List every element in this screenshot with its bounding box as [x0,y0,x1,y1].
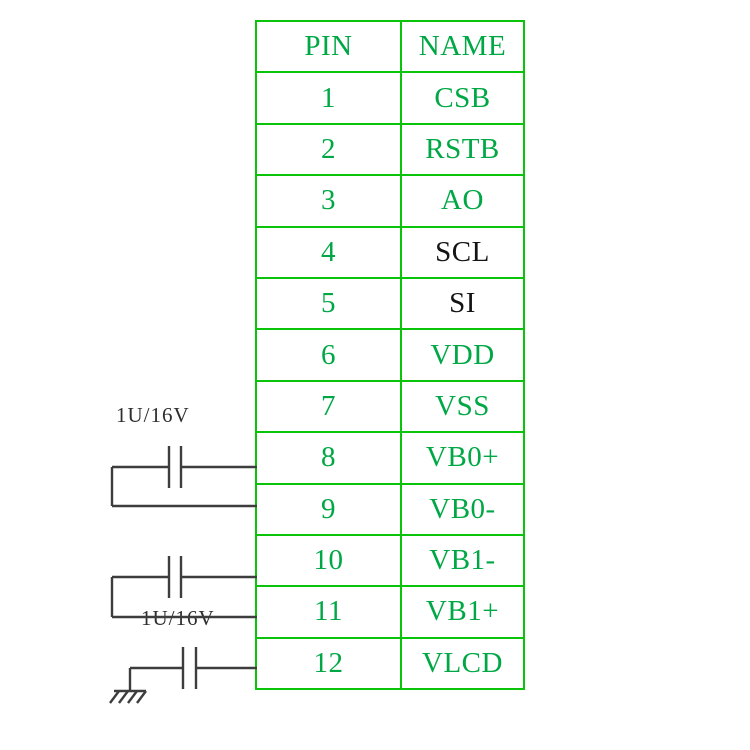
pin-number: 10 [257,535,402,586]
pin-name: VLCD [422,646,503,679]
pin-number: 11 [257,587,402,637]
pin-number: 6 [257,330,402,380]
table-row: 4 SCL [257,225,523,277]
table-row: 8 VB0+ [257,431,523,483]
table-row: 9 VB0- [257,482,523,534]
pin-name: VSS [435,389,490,422]
table-row: 1 CSB [257,71,523,123]
capacitor1-value-label: 1U/16V [116,403,190,427]
table-row: 6 VDD [257,328,523,380]
pin-name: VDD [430,338,495,371]
pin-name: VB1- [429,544,496,577]
pin-number: 7 [257,381,402,432]
table-header-row: PIN NAME [257,22,523,72]
table-row: 11 VB1+ [257,585,523,637]
table-row: 10 VB1- [257,533,523,586]
pin-name: VB0- [429,492,496,525]
pin-name: AO [441,184,484,217]
pin-number: 8 [257,433,402,483]
table-row: 3 AO [257,174,523,226]
table-row: 12 VLCD [257,636,523,689]
capacitor2-value-label: 1U/16V [141,606,215,630]
capacitor3 [130,647,257,689]
pin-number: 4 [257,227,402,277]
pin-column-header: PIN [257,22,402,72]
pin-name: SCL [435,235,490,268]
pin-name: RSTB [425,132,500,165]
table-row: 5 SI [257,276,523,329]
pin-number: 1 [257,73,402,123]
pin-name: VB1+ [425,595,500,628]
table-row: 7 VSS [257,379,523,432]
capacitor1 [110,446,257,508]
pin-number: 3 [257,176,402,226]
pin-name: SI [449,287,476,320]
table-row: 2 RSTB [257,122,523,175]
pin-name: CSB [434,81,491,114]
pin-number: 12 [257,638,402,689]
pin-number: 2 [257,124,402,175]
name-column-header: NAME [418,30,507,63]
pin-table: PIN NAME 1 CSB 2 RSTB 3 AO 4 SCL 5 SI 6 … [255,20,525,690]
pin-number: 5 [257,278,402,329]
pin-name: VB0+ [425,441,500,474]
pin-number: 9 [257,484,402,534]
ground-symbol [109,668,147,704]
